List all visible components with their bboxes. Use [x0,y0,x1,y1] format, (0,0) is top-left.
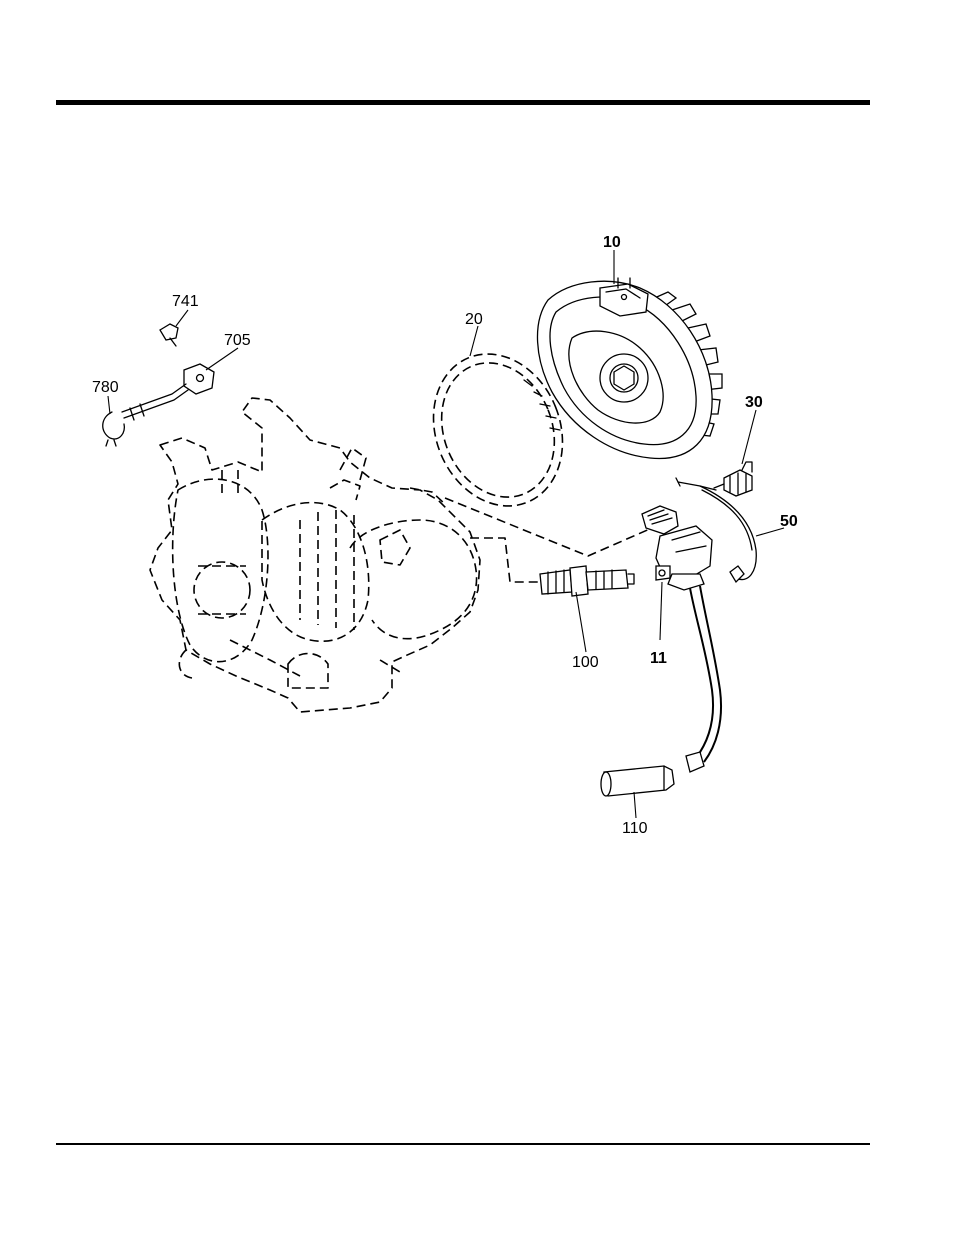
callout-780: 780 [92,379,119,396]
callout-11: 11 [650,650,667,667]
callout-20: 20 [465,311,483,328]
callout-10: 10 [603,234,621,251]
footer-rule [56,1143,870,1145]
spark-plug-part-100 [540,566,634,596]
bracket-part-705 [122,364,214,420]
callout-741: 741 [172,293,199,310]
engine-block-phantom [150,398,480,712]
flywheel-part-10 [537,278,722,458]
callout-705: 705 [224,332,251,349]
callout-100: 100 [572,654,599,671]
bolt-part-741 [160,324,178,346]
callout-110: 110 [622,820,648,837]
ignition-coil-part-11 [642,506,721,772]
clip-part-780 [103,412,125,446]
plug-cap-part-110 [601,766,674,796]
sensor-part-30 [714,462,752,496]
callout-30: 30 [745,394,763,411]
callout-50: 50 [780,513,798,530]
